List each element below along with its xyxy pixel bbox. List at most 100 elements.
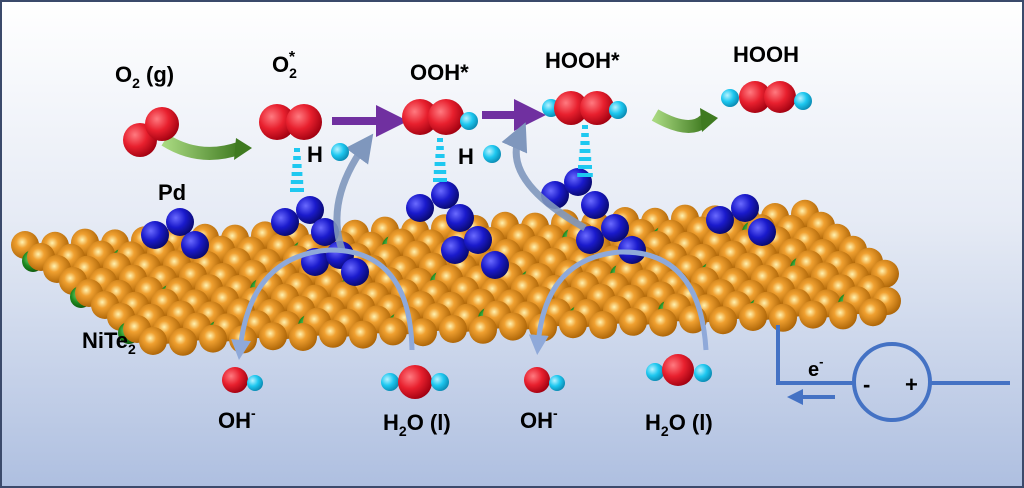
hydrogen-atom bbox=[646, 363, 664, 381]
hydrogen-atom bbox=[247, 375, 263, 391]
bond-dash bbox=[434, 162, 446, 166]
te-atom bbox=[289, 323, 317, 351]
pd-atom bbox=[341, 258, 369, 286]
bond-dash bbox=[290, 180, 304, 184]
hydrogen-atom bbox=[483, 145, 501, 163]
te-atom bbox=[259, 322, 287, 351]
te-atom bbox=[169, 327, 197, 356]
label-hooh-adsorbed: HOOH* bbox=[545, 48, 620, 73]
te-atom bbox=[379, 317, 407, 346]
label-minus: - bbox=[863, 372, 870, 397]
h-transfer-arrow-2 bbox=[501, 122, 587, 232]
water-arc-2 bbox=[528, 249, 709, 355]
label-electron: e- bbox=[808, 354, 823, 381]
bond-dash bbox=[433, 178, 447, 182]
pd-atom bbox=[271, 208, 299, 236]
pd-atom bbox=[464, 226, 492, 254]
pd-atom bbox=[446, 204, 474, 232]
oxygen-atom bbox=[428, 99, 464, 135]
label-plus: + bbox=[905, 372, 918, 397]
pd-atom bbox=[296, 196, 324, 224]
bond-dash bbox=[437, 138, 443, 142]
oxygen-atom bbox=[286, 104, 322, 140]
hydrogen-atom bbox=[549, 375, 565, 391]
pd-atom bbox=[481, 251, 509, 279]
label-oh-2: OH- bbox=[520, 405, 558, 433]
label-h-1: H bbox=[307, 142, 323, 167]
green-arrow-head bbox=[234, 138, 252, 160]
te-atom bbox=[709, 306, 737, 335]
bond-dash bbox=[578, 157, 592, 161]
hydrogen-atom bbox=[794, 92, 812, 110]
label-oh-1: OH- bbox=[218, 405, 256, 433]
bond-dash bbox=[291, 172, 303, 176]
bond-dash bbox=[294, 148, 300, 152]
pd-atom bbox=[564, 168, 592, 196]
adsorption-bonds bbox=[290, 125, 593, 192]
pd-atom bbox=[406, 194, 434, 222]
te-atom bbox=[859, 298, 887, 327]
oxygen-atom bbox=[662, 354, 694, 386]
h-transfer-arrow-1 bbox=[333, 133, 374, 252]
hydrogen-atom bbox=[609, 101, 627, 119]
bond-dash bbox=[581, 133, 589, 137]
te-atom bbox=[559, 310, 587, 339]
label-o2-gas: O2 (g) bbox=[115, 62, 174, 91]
bond-dash bbox=[292, 164, 302, 168]
pd-atom bbox=[576, 226, 604, 254]
bond-dash bbox=[579, 149, 591, 153]
te-atom bbox=[619, 307, 647, 336]
pd-atom bbox=[441, 236, 469, 264]
te-atom bbox=[769, 303, 797, 332]
bond-dash bbox=[293, 156, 301, 160]
pd-atom bbox=[141, 221, 169, 249]
circuit-wire-left bbox=[776, 325, 853, 385]
green-arrow-adsorption bbox=[161, 134, 243, 160]
pd-atom bbox=[601, 214, 629, 242]
pd-atom bbox=[748, 218, 776, 246]
oxygen-atom bbox=[554, 91, 588, 125]
oxygen-atom bbox=[398, 365, 432, 399]
label-h2o-1: H2O (l) bbox=[383, 410, 451, 439]
pd-atom bbox=[731, 194, 759, 222]
pd-atom bbox=[311, 218, 339, 246]
pd-atom bbox=[706, 206, 734, 234]
pd-atom bbox=[181, 231, 209, 259]
bond-dash bbox=[435, 154, 445, 158]
oxygen-atom bbox=[222, 367, 248, 393]
hydrogen-atom bbox=[694, 364, 712, 382]
oxygen-atom bbox=[764, 81, 796, 113]
label-h2o-2: H2O (l) bbox=[645, 410, 713, 439]
hydrogen-atom bbox=[331, 143, 349, 161]
bond-dash bbox=[582, 125, 588, 129]
te-atom bbox=[829, 301, 857, 330]
hydrogen-atom bbox=[460, 112, 478, 130]
label-ooh-adsorbed: OOH* bbox=[410, 60, 469, 85]
green-arrow-head bbox=[700, 108, 718, 132]
te-atom bbox=[199, 324, 227, 353]
te-atom bbox=[469, 315, 497, 344]
external-circuit: e- - + bbox=[776, 325, 1010, 422]
te-atom bbox=[439, 315, 467, 343]
bond-dash bbox=[577, 173, 593, 177]
te-atom bbox=[499, 312, 527, 341]
hydrogen-atom bbox=[381, 373, 399, 391]
bond-dash bbox=[290, 188, 304, 192]
oxygen-atom bbox=[524, 367, 550, 393]
te-atom bbox=[589, 311, 617, 339]
te-atom bbox=[319, 319, 347, 348]
oxygen-atom bbox=[259, 104, 295, 140]
bond-dash bbox=[580, 141, 590, 145]
label-hooh: HOOH bbox=[733, 42, 799, 67]
te-atom bbox=[349, 320, 377, 349]
te-atom bbox=[139, 327, 167, 355]
hydrogen-atom bbox=[431, 373, 449, 391]
pd-atom bbox=[581, 191, 609, 219]
bond-dash bbox=[433, 170, 447, 174]
label-nite2: NiTe2 bbox=[82, 328, 136, 357]
label-o2-adsorbed: O2* bbox=[272, 49, 297, 81]
te-atom bbox=[739, 303, 767, 331]
molecules bbox=[123, 81, 812, 399]
